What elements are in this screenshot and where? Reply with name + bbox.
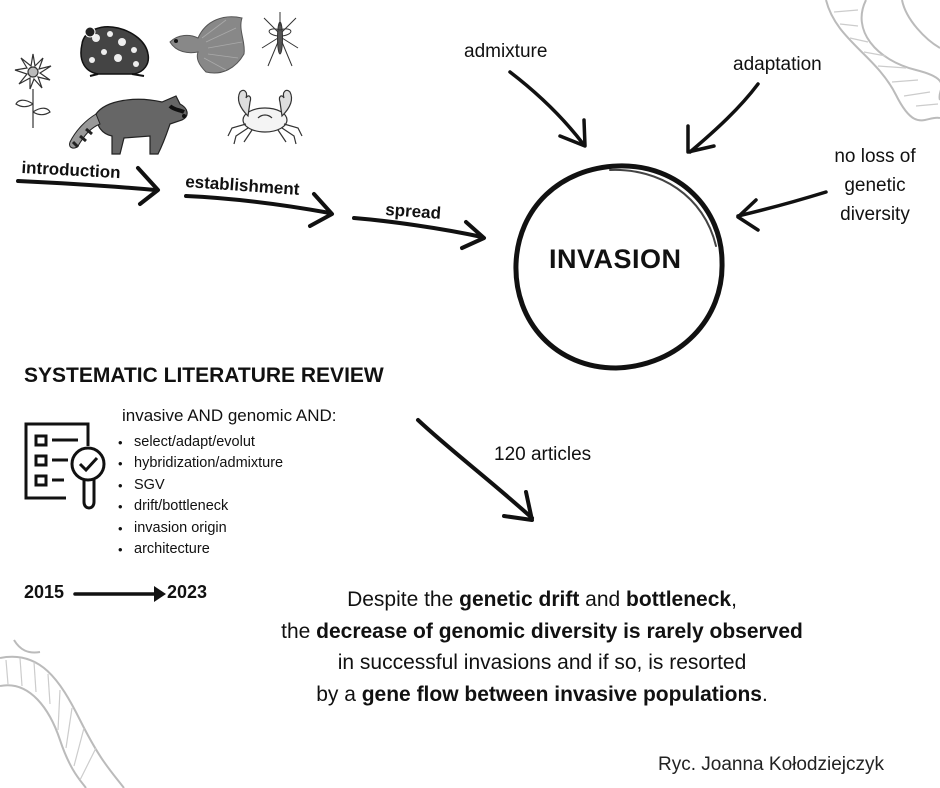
establishment-arrowhead [308, 192, 334, 228]
year-start-label: 2015 [24, 582, 65, 602]
frog-icon [80, 26, 150, 77]
genetic-diversity-label: no loss of genetic diversity [834, 146, 916, 225]
results-arrow [416, 418, 534, 520]
admixture-arrow [508, 70, 586, 147]
invasion-title: INVASION [549, 244, 682, 274]
adaptation-arrow [688, 82, 760, 154]
admixture-arrowhead [558, 118, 587, 148]
raccoon-icon [69, 95, 188, 155]
betta-fish-icon [169, 16, 245, 74]
results-count-label: 120 articles [494, 444, 592, 465]
diversity-arrow [736, 190, 828, 218]
invasion-circle [513, 163, 725, 371]
conclusion-text: Despite the genetic drift and bottleneck… [262, 584, 822, 710]
flower-icon [14, 53, 52, 128]
checklist-magnifier-icon [24, 422, 106, 510]
conclusion-line: Despite the genetic drift and bottleneck… [347, 588, 737, 611]
query-term: invasion origin [118, 518, 283, 540]
establishment-arrow [184, 194, 332, 215]
dna-helix-icon [825, 0, 940, 122]
query-term: SGV [118, 475, 283, 497]
conclusion-line: by a gene flow between invasive populati… [316, 682, 768, 706]
query-title: invasive AND genomic AND: [122, 406, 337, 425]
mosquito-icon [261, 12, 299, 67]
adaptation-arrowhead [686, 124, 716, 154]
crab-icon [227, 89, 303, 145]
conclusion-line: in successful invasions and if so, is re… [337, 651, 747, 674]
admixture-label: admixture [464, 41, 548, 62]
query-terms-list: select/adapt/evolut hybridization/admixt… [118, 432, 283, 561]
query-term: select/adapt/evolut [118, 432, 283, 454]
query-term: architecture [118, 539, 283, 561]
introduction-arrow [16, 179, 157, 192]
review-title: SYSTEMATIC LITERATURE REVIEW [24, 364, 384, 387]
conclusion-line: the decrease of genomic diversity is rar… [281, 619, 803, 643]
year-end-label: 2023 [167, 582, 208, 602]
author-credit: Ryc. Joanna Kołodziejczyk [658, 754, 884, 775]
adaptation-label: adaptation [733, 54, 822, 75]
query-term: hybridization/admixture [118, 453, 283, 475]
spread-arrowhead [460, 220, 486, 250]
timeline-arrowhead [154, 586, 166, 602]
introduction-arrowhead [136, 166, 160, 206]
spread-arrow [352, 216, 484, 239]
dna-helix-icon [0, 639, 125, 788]
results-arrowhead [502, 490, 534, 522]
query-term: drift/bottleneck [118, 496, 283, 518]
diversity-arrowhead [736, 198, 760, 232]
